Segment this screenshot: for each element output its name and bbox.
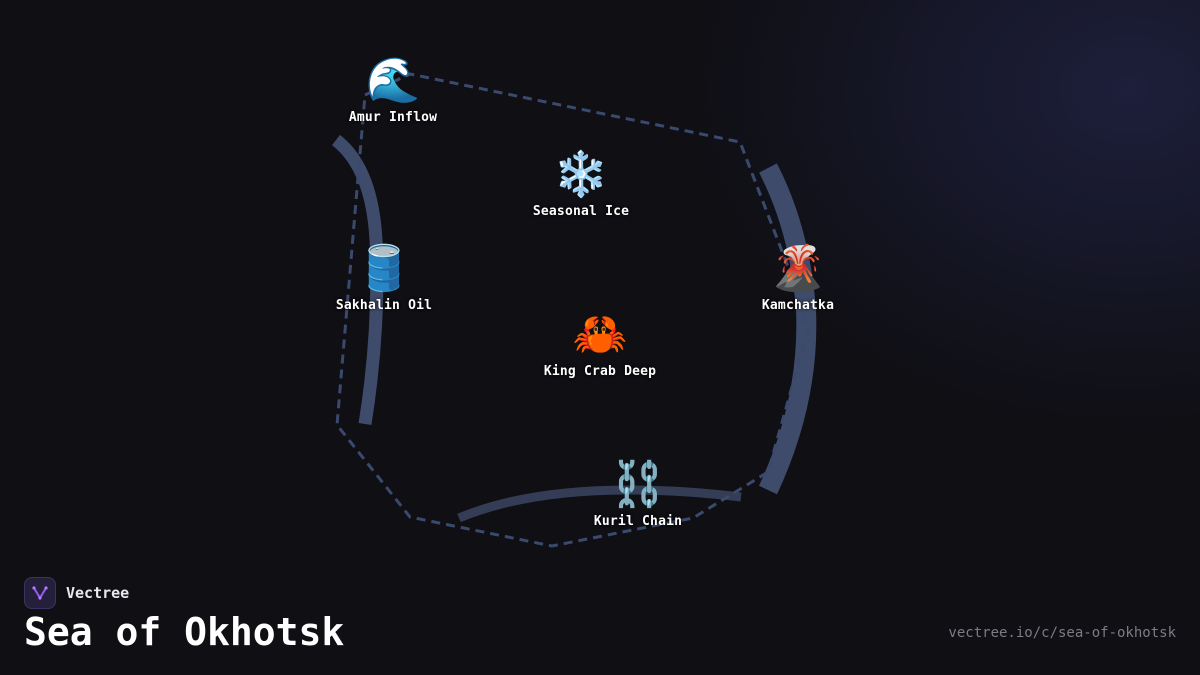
sea-boundary [335,72,810,548]
marker-label: Seasonal Ice [532,204,630,219]
page-title: Sea of Okhotsk [24,610,345,654]
marker-label: Kamchatka [761,298,835,313]
volcano-icon: 🌋 [770,243,826,294]
marker-kamchatka[interactable]: 🌋 Kamchatka [761,243,835,314]
marker-sakhalin-oil[interactable]: 🛢️ Sakhalin Oil [335,243,433,314]
marker-king-crab-deep[interactable]: 🦀 King Crab Deep [543,309,657,380]
marker-label: Amur Inflow [348,110,438,125]
brand[interactable]: Vectree [24,577,129,609]
wave-icon: 🌊 [365,55,421,106]
brand-name: Vectree [66,584,130,602]
oil-barrel-icon: 🛢️ [356,243,412,294]
crab-icon: 🦀 [572,309,628,360]
coastline-kamchatka [758,163,817,495]
page-url[interactable]: vectree.io/c/sea-of-okhotsk [948,625,1176,641]
vectree-logo-icon [24,577,56,609]
marker-label: Sakhalin Oil [335,298,433,313]
marker-kuril-chain[interactable]: ⛓️ Kuril Chain [593,459,683,530]
marker-label: King Crab Deep [543,364,657,379]
coastline-kuril [457,485,742,523]
marker-amur-inflow[interactable]: 🌊 Amur Inflow [348,55,438,126]
snowflake-icon: ❄️ [553,149,609,200]
chain-icon: ⛓️ [610,459,666,510]
marker-seasonal-ice[interactable]: ❄️ Seasonal Ice [532,149,630,220]
coastline-sakhalin [331,134,384,426]
marker-label: Kuril Chain [593,514,683,529]
